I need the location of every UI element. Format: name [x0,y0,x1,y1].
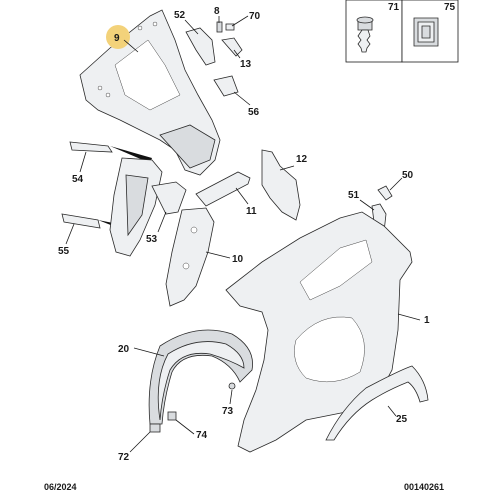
inset-75[interactable]: 75 [401,0,459,63]
part-11-strip[interactable] [195,171,251,207]
part-53-bracket[interactable] [151,181,187,215]
part-8-bolt[interactable] [216,21,223,33]
callout-75: 75 [444,2,456,13]
callout-1[interactable]: 1 [424,315,430,326]
bracket-clip-icon [413,17,439,47]
part-9-inner-quarter-frame[interactable] [79,9,221,176]
part-74-clip[interactable] [167,411,177,421]
part-inner-column-panel[interactable] [109,157,163,257]
callout-9[interactable]: 9 [114,33,120,44]
highlight-9 [106,25,130,49]
part-25-arch-moulding[interactable] [325,365,429,441]
callout-55[interactable]: 55 [58,246,70,257]
part-20-wheel-arch-liner[interactable] [148,329,253,425]
footer-reference: 00140261 [404,482,444,492]
callout-25[interactable]: 25 [396,414,408,425]
part-70-clip[interactable] [225,23,235,31]
part-10-panel[interactable] [165,207,215,307]
part-56-bracket[interactable] [213,75,239,97]
part-1-outer-quarter-panel[interactable] [225,211,413,453]
callout-71: 71 [388,2,400,13]
callout-51[interactable]: 51 [348,190,360,201]
part-72-clip[interactable] [149,423,161,433]
part-12-panel[interactable] [261,149,301,221]
part-13-bracket[interactable] [221,37,243,57]
callout-74[interactable]: 74 [196,430,208,441]
callout-70[interactable]: 70 [249,11,261,22]
callout-53[interactable]: 53 [146,234,158,245]
callout-13[interactable]: 13 [240,59,252,70]
footer-date: 06/2024 [44,482,77,492]
part-50-bracket[interactable] [377,185,393,201]
part-54-strip[interactable] [69,141,152,163]
part-52-bracket[interactable] [185,27,216,66]
clip-fastener-icon [356,16,374,53]
callout-8[interactable]: 8 [214,6,220,17]
callout-52[interactable]: 52 [174,10,186,21]
callout-56[interactable]: 56 [248,107,260,118]
callout-12[interactable]: 12 [296,154,308,165]
callout-50[interactable]: 50 [402,170,414,181]
inset-71[interactable]: 71 [345,0,403,63]
part-73-fastener[interactable] [228,382,236,390]
callout-54[interactable]: 54 [72,174,84,185]
callout-73[interactable]: 73 [222,406,234,417]
callout-10[interactable]: 10 [232,254,244,265]
callout-72[interactable]: 72 [118,452,130,463]
callout-20[interactable]: 20 [118,344,130,355]
callout-11[interactable]: 11 [246,206,257,217]
